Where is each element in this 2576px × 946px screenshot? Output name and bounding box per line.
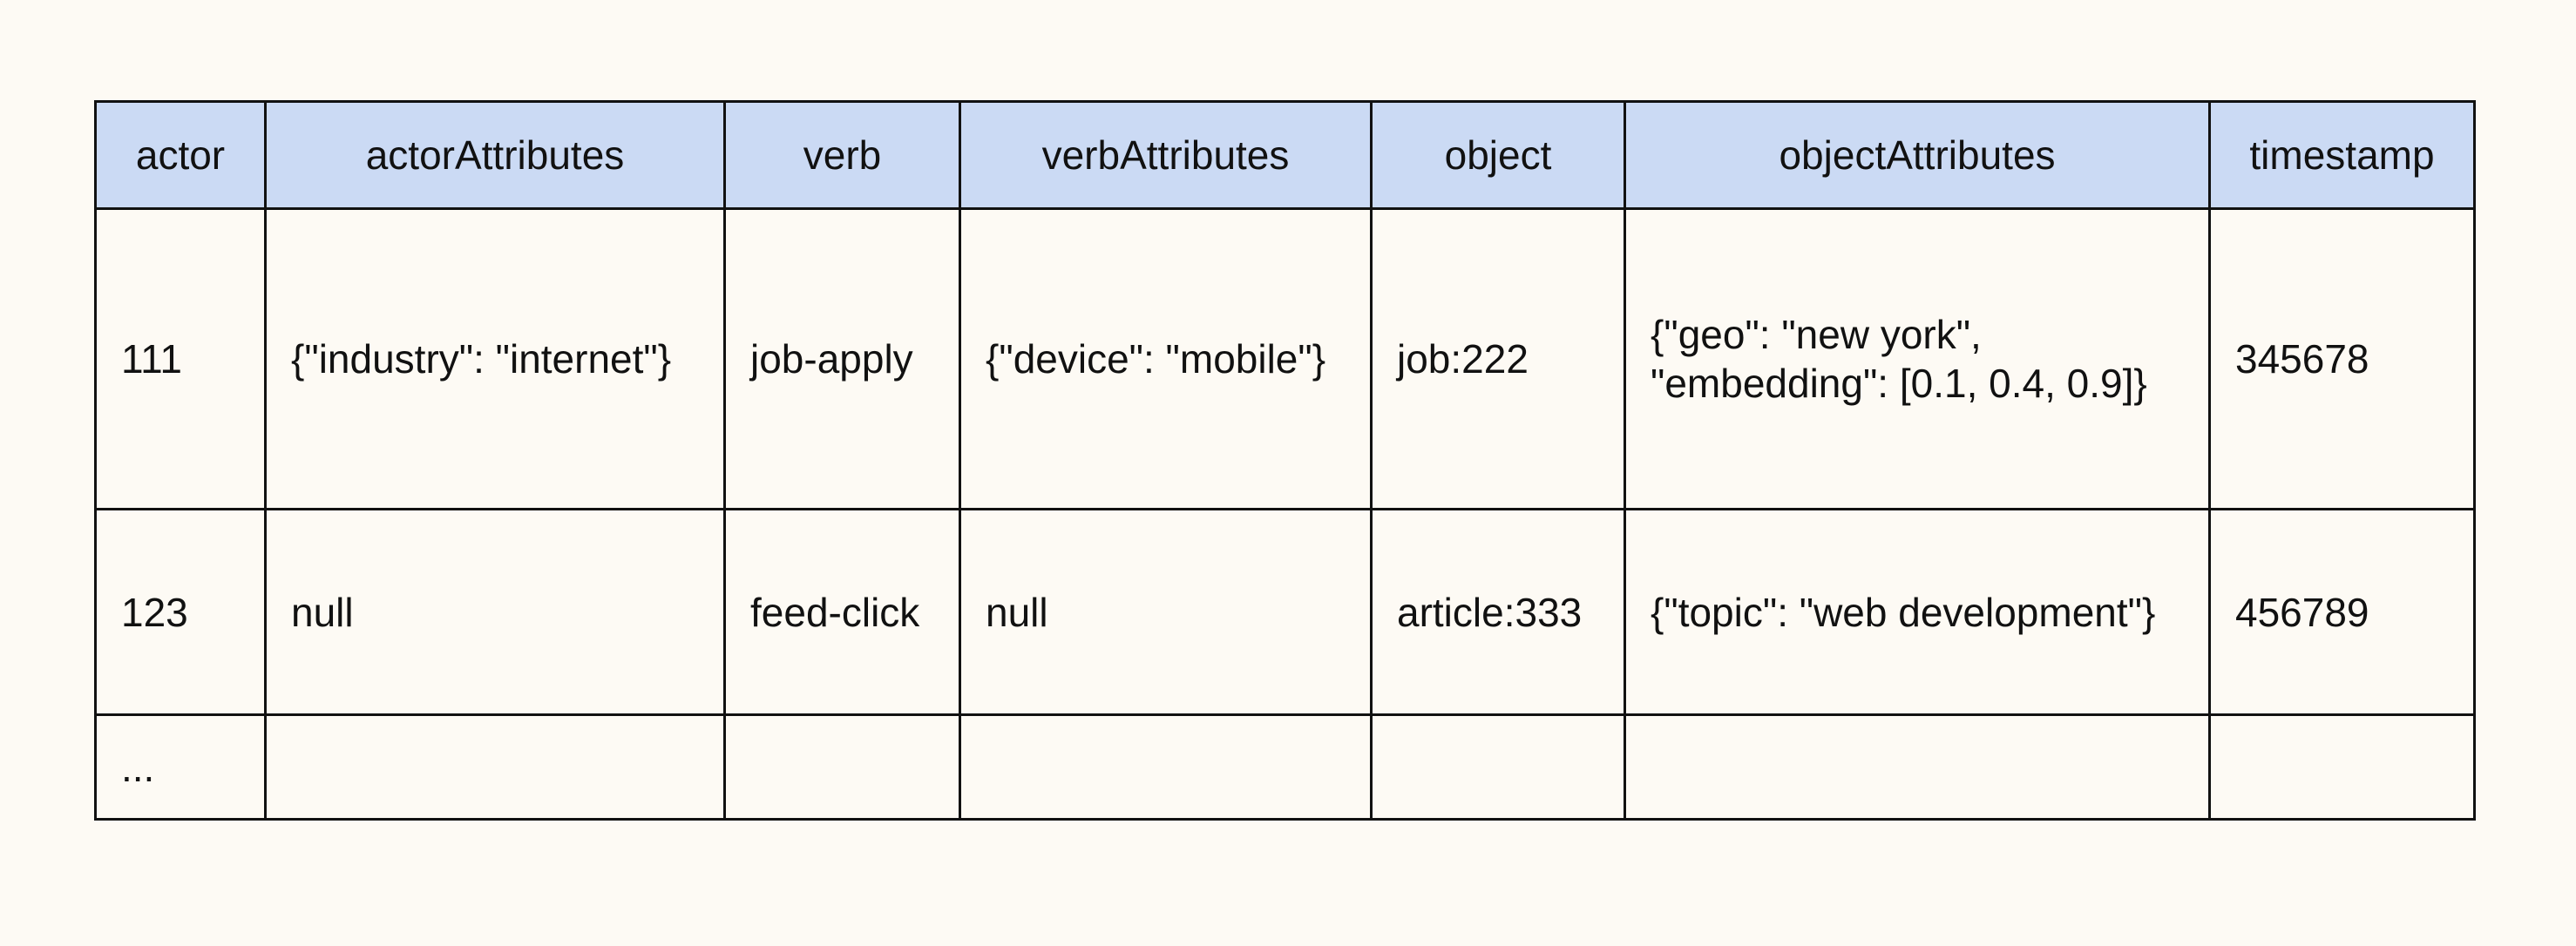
cell-object-attributes: {"geo": "new york", "embedding": [0.1, 0… xyxy=(1624,207,2211,510)
column-header-verb: verb xyxy=(723,100,961,210)
cell-object: article:333 xyxy=(1370,508,1626,716)
column-header-object-attributes: objectAttributes xyxy=(1624,100,2211,210)
column-header-actor: actor xyxy=(94,100,267,210)
cell-timestamp: 345678 xyxy=(2208,207,2476,510)
cell-actor-attributes: null xyxy=(264,508,726,716)
column-header-object: object xyxy=(1370,100,1626,210)
cell-actor: 111 xyxy=(94,207,267,510)
cell-actor: ... xyxy=(94,713,267,821)
table-row: 123 null feed-click null article:333 {"t… xyxy=(94,508,2476,716)
cell-actor: 123 xyxy=(94,508,267,716)
cell-actor-attributes xyxy=(264,713,726,821)
table-row: ... xyxy=(94,713,2476,821)
cell-object-attributes: {"topic": "web development"} xyxy=(1624,508,2211,716)
header-row: actor actorAttributes verb verbAttribute… xyxy=(94,100,2476,210)
cell-verb-attributes: {"device": "mobile"} xyxy=(959,207,1373,510)
cell-verb: job-apply xyxy=(723,207,961,510)
cell-object: job:222 xyxy=(1370,207,1626,510)
column-header-verb-attributes: verbAttributes xyxy=(959,100,1373,210)
cell-verb-attributes xyxy=(959,713,1373,821)
cell-verb xyxy=(723,713,961,821)
cell-object xyxy=(1370,713,1626,821)
cell-verb-attributes: null xyxy=(959,508,1373,716)
event-table-container: actor actorAttributes verb verbAttribute… xyxy=(94,100,2476,821)
cell-verb: feed-click xyxy=(723,508,961,716)
table-row: 111 {"industry": "internet"} job-apply {… xyxy=(94,207,2476,510)
table-body: 111 {"industry": "internet"} job-apply {… xyxy=(94,207,2476,821)
cell-actor-attributes: {"industry": "internet"} xyxy=(264,207,726,510)
column-header-actor-attributes: actorAttributes xyxy=(264,100,726,210)
cell-timestamp: 456789 xyxy=(2208,508,2476,716)
column-header-timestamp: timestamp xyxy=(2208,100,2476,210)
cell-timestamp xyxy=(2208,713,2476,821)
event-table: actor actorAttributes verb verbAttribute… xyxy=(94,100,2476,821)
cell-object-attributes xyxy=(1624,713,2211,821)
table-header: actor actorAttributes verb verbAttribute… xyxy=(94,100,2476,210)
